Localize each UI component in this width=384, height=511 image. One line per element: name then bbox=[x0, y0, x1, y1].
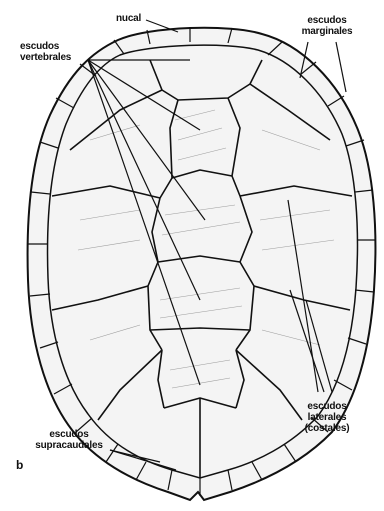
label-laterales-line1: escudos bbox=[292, 402, 362, 412]
label-vertebrales-line1: escudos bbox=[20, 42, 59, 52]
label-laterales-line2: laterales bbox=[292, 413, 362, 423]
label-nucal: nucal bbox=[116, 14, 141, 24]
label-marginales-line2: marginales bbox=[292, 27, 362, 37]
label-vertebrales-line2: vertebrales bbox=[20, 53, 71, 63]
label-supracaudales-line1: escudos bbox=[24, 430, 114, 440]
label-laterales-line3: (costales) bbox=[292, 424, 362, 434]
label-marginales-line1: escudos bbox=[292, 16, 362, 26]
label-supracaudales-line2: supracaudales bbox=[24, 441, 114, 451]
panel-letter: b bbox=[16, 460, 23, 470]
